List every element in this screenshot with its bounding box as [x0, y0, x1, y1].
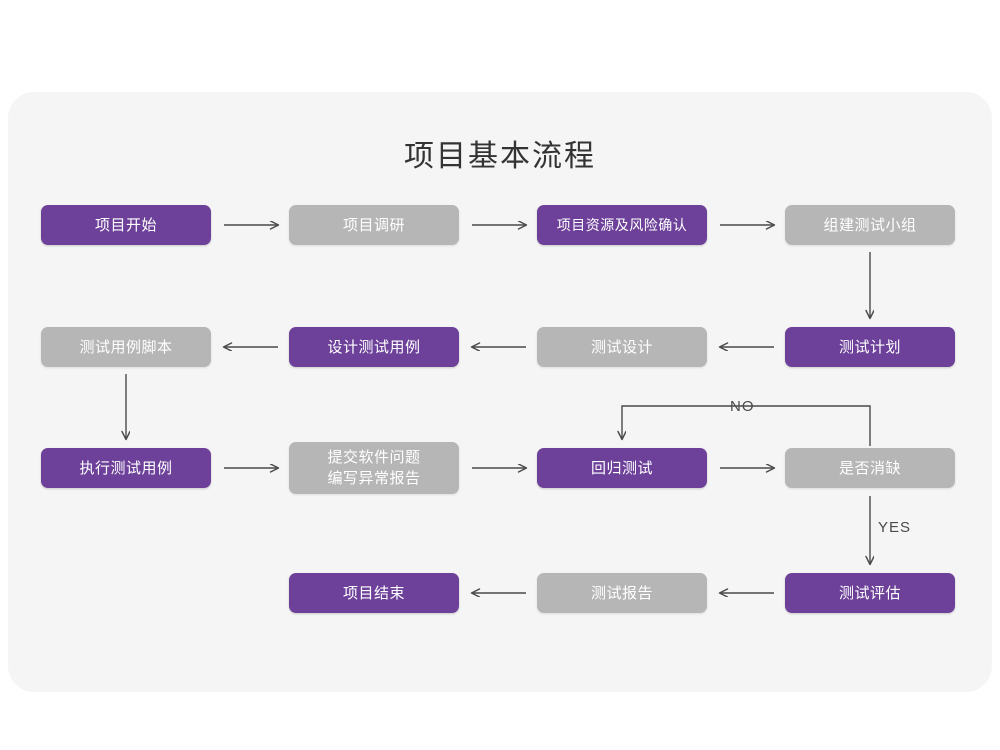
- node-regression-test[interactable]: 回归测试: [537, 448, 707, 488]
- node-test-report[interactable]: 测试报告: [537, 573, 707, 613]
- edge-label-no: NO: [730, 398, 755, 415]
- node-execute-test-case[interactable]: 执行测试用例: [41, 448, 211, 488]
- node-test-case-script[interactable]: 测试用例脚本: [41, 327, 211, 367]
- node-test-evaluation[interactable]: 测试评估: [785, 573, 955, 613]
- edge-label-yes: YES: [878, 519, 912, 536]
- node-design-test-case[interactable]: 设计测试用例: [289, 327, 459, 367]
- node-project-research[interactable]: 项目调研: [289, 205, 459, 245]
- node-test-plan[interactable]: 测试计划: [785, 327, 955, 367]
- node-project-end[interactable]: 项目结束: [289, 573, 459, 613]
- page-title: 项目基本流程: [404, 140, 596, 173]
- node-test-design[interactable]: 测试设计: [537, 327, 707, 367]
- node-submit-issue-report[interactable]: 提交软件问题 编写异常报告: [289, 442, 459, 494]
- node-defect-cleared-decision[interactable]: 是否消缺: [785, 448, 955, 488]
- node-project-start[interactable]: 项目开始: [41, 205, 211, 245]
- node-form-test-team[interactable]: 组建测试小组: [785, 205, 955, 245]
- node-resource-risk-confirm[interactable]: 项目资源及风险确认: [537, 205, 707, 245]
